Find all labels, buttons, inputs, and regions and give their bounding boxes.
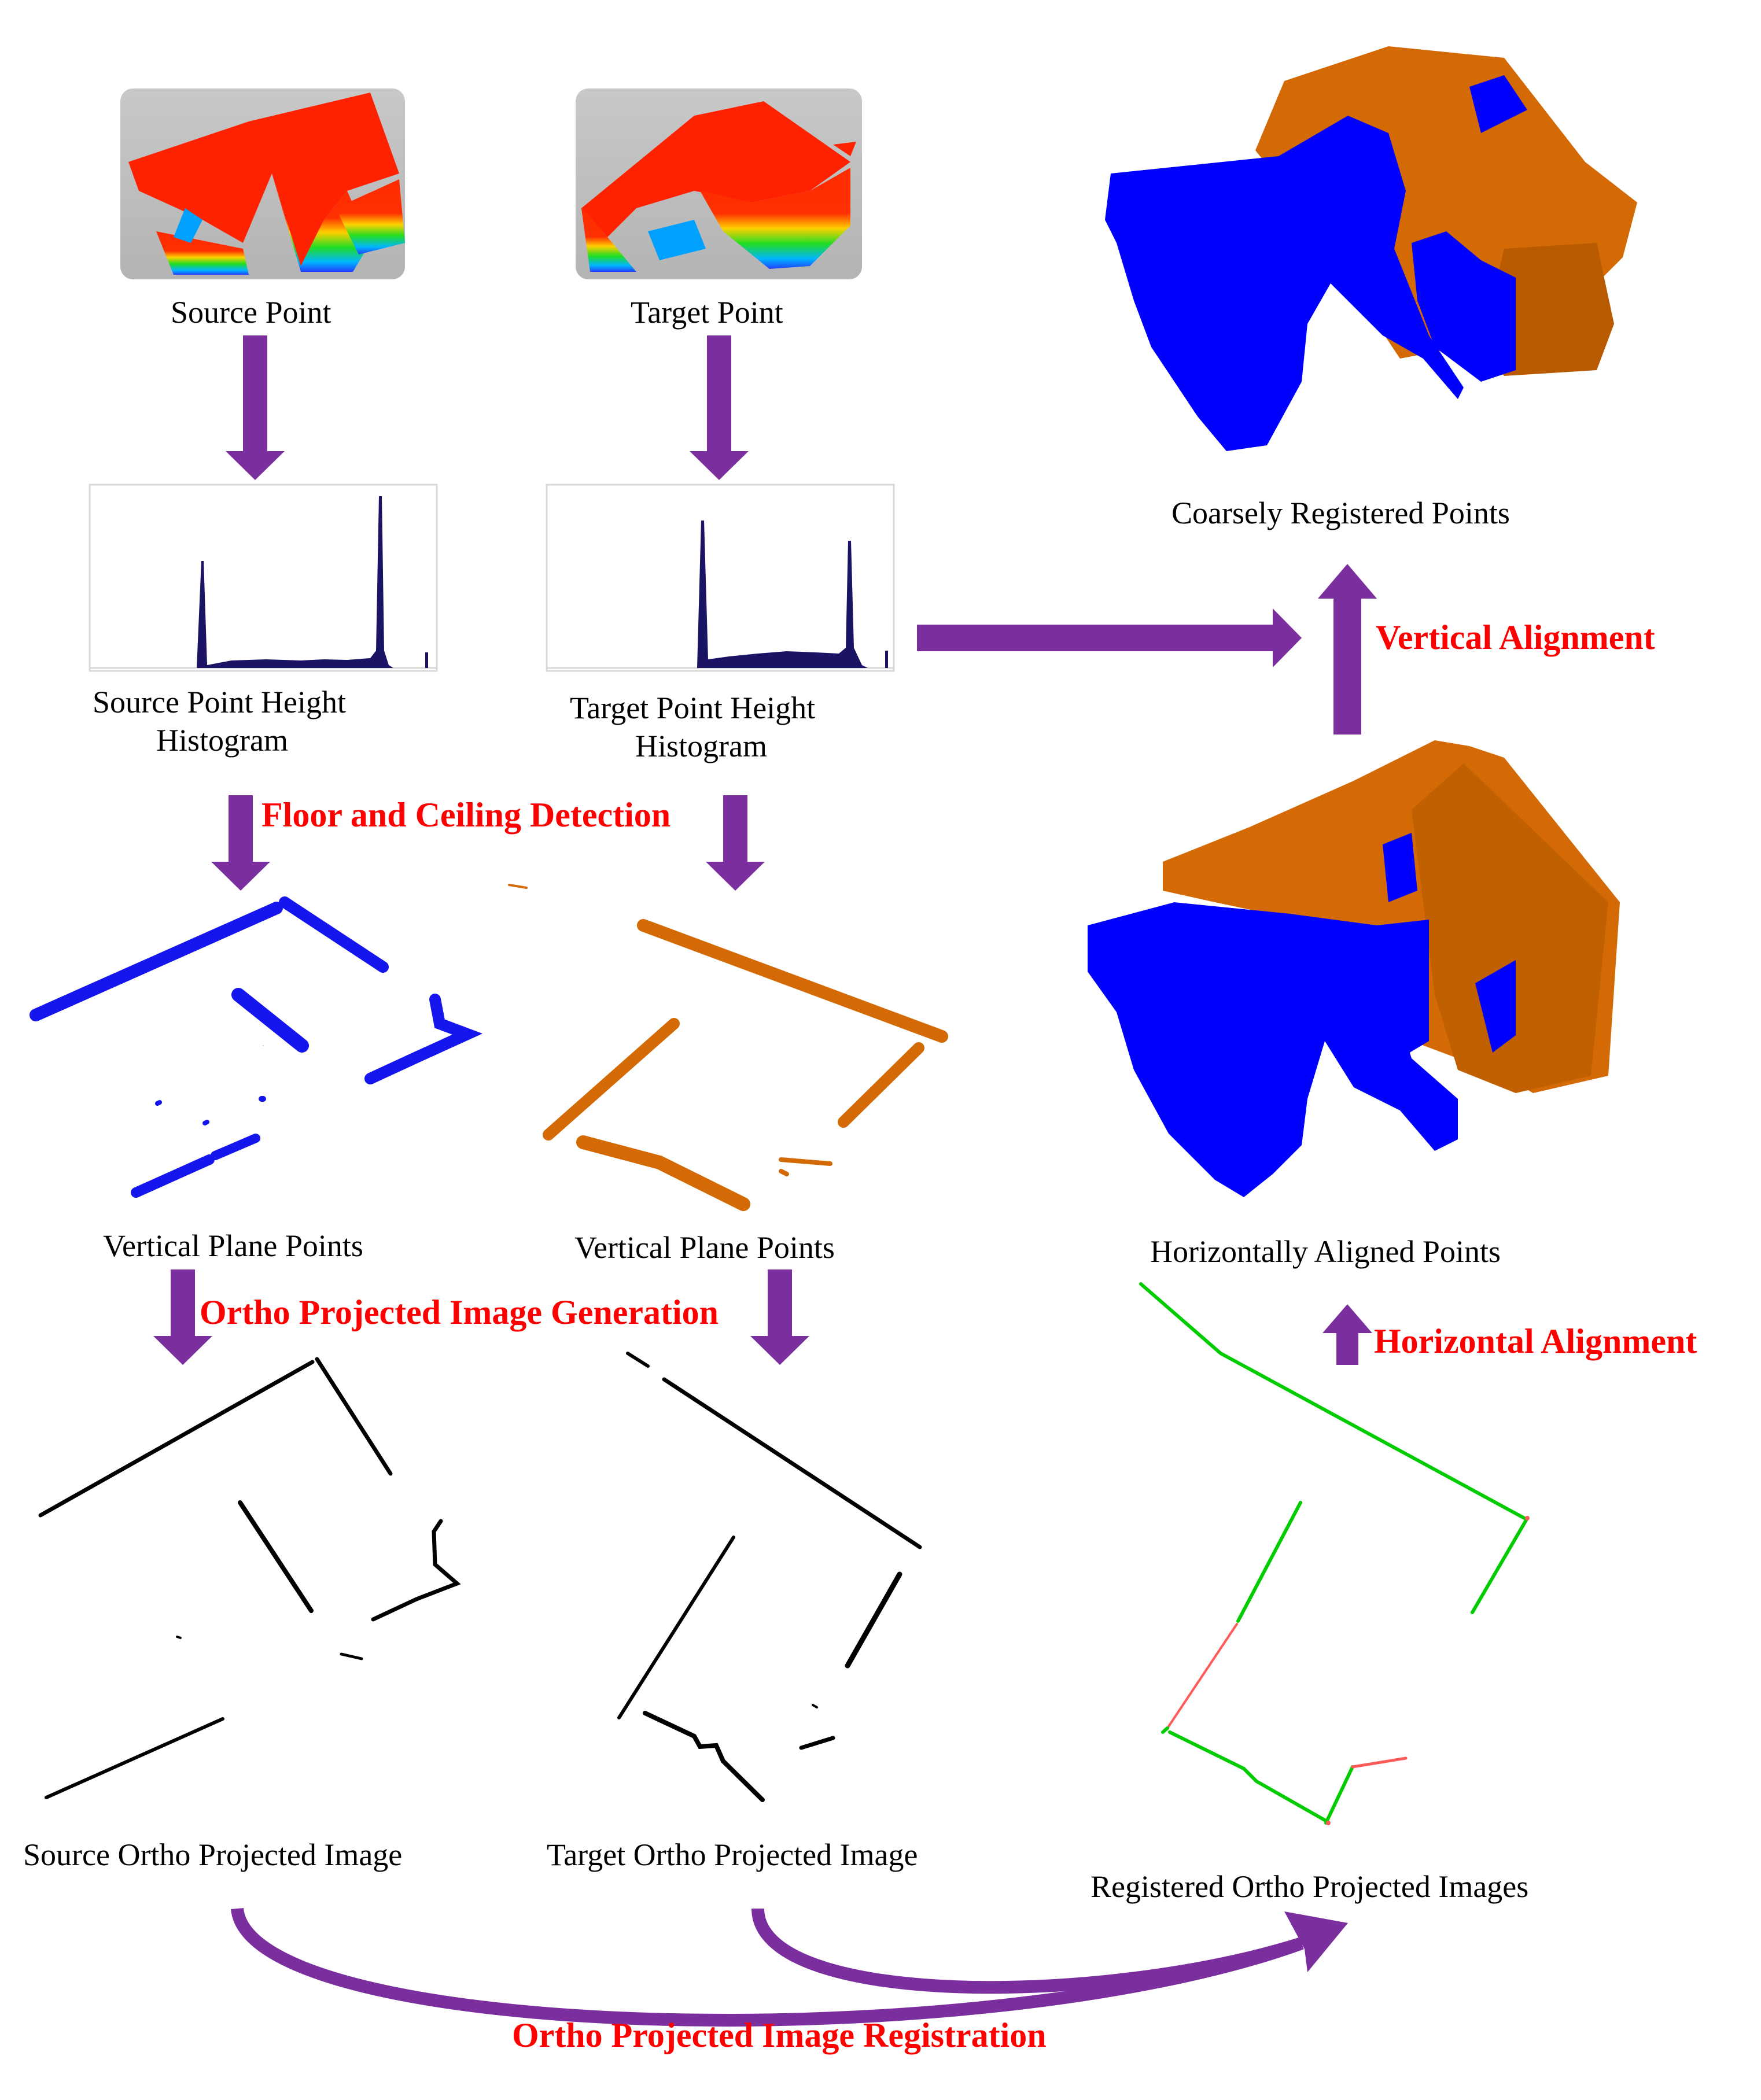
arrow-histogram-to-vertical-alignment — [917, 608, 1302, 667]
arrow-target-to-histogram — [690, 335, 749, 480]
source-histogram-label-line1: Source Point Height — [93, 685, 346, 719]
target-histogram-label-line2: Histogram — [635, 729, 767, 763]
target-histogram-label-line1: Target Point Height — [570, 691, 816, 725]
target-height-histogram — [546, 484, 895, 672]
target-point-label: Target Point — [631, 295, 783, 330]
step-floor-ceiling-detection: Floor and Ceiling Detection — [261, 796, 671, 834]
arrow-source-planes-to-ortho — [153, 1269, 212, 1365]
arrow-target-planes-to-ortho — [750, 1269, 809, 1365]
arrow-vertical-alignment-up — [1318, 564, 1377, 735]
arrow-registration-head — [1284, 1911, 1348, 1972]
arrow-source-to-histogram — [226, 335, 285, 480]
target-ortho-label: Target Ortho Projected Image — [547, 1837, 918, 1872]
target-vertical-plane-label: Vertical Plane Points — [574, 1230, 835, 1265]
horizontally-aligned-points-cloud — [1088, 740, 1620, 1197]
target-ortho-projected-image — [617, 1352, 922, 1802]
coarsely-registered-label: Coarsely Registered Points — [1171, 496, 1510, 530]
source-point-cloud-thumbnail — [120, 88, 405, 279]
arrow-target-histogram-to-planes — [706, 795, 765, 891]
flow-arrows — [153, 335, 1377, 2027]
step-ortho-image-registration: Ortho Projected Image Registration — [512, 2016, 1047, 2054]
source-point-label: Source Point — [171, 295, 331, 330]
source-histogram-label-line2: Histogram — [156, 723, 288, 758]
step-vertical-alignment: Vertical Alignment — [1376, 618, 1655, 656]
horizontally-aligned-label: Horizontally Aligned Points — [1150, 1234, 1501, 1269]
registered-ortho-label: Registered Ortho Projected Images — [1091, 1869, 1529, 1904]
source-height-histogram — [89, 484, 438, 672]
source-vertical-plane-label: Vertical Plane Points — [103, 1228, 363, 1263]
source-ortho-projected-image — [38, 1357, 461, 1799]
arrow-target-ortho-to-registered — [751, 1908, 1304, 1994]
arrow-source-ortho-to-registered — [231, 1907, 1304, 2027]
step-horizontal-alignment: Horizontal Alignment — [1374, 1322, 1697, 1360]
registered-ortho-projected-images — [1139, 1282, 1530, 1825]
target-vertical-plane-points — [508, 884, 948, 1211]
source-ortho-label: Source Ortho Projected Image — [23, 1837, 403, 1872]
coarsely-registered-points-cloud — [1105, 46, 1637, 451]
arrow-source-histogram-to-planes — [211, 795, 270, 891]
target-point-cloud-thumbnail — [576, 88, 862, 279]
source-vertical-plane-points — [30, 896, 483, 1198]
arrow-horizontal-alignment-up — [1322, 1304, 1372, 1365]
step-ortho-image-generation: Ortho Projected Image Generation — [200, 1293, 719, 1331]
